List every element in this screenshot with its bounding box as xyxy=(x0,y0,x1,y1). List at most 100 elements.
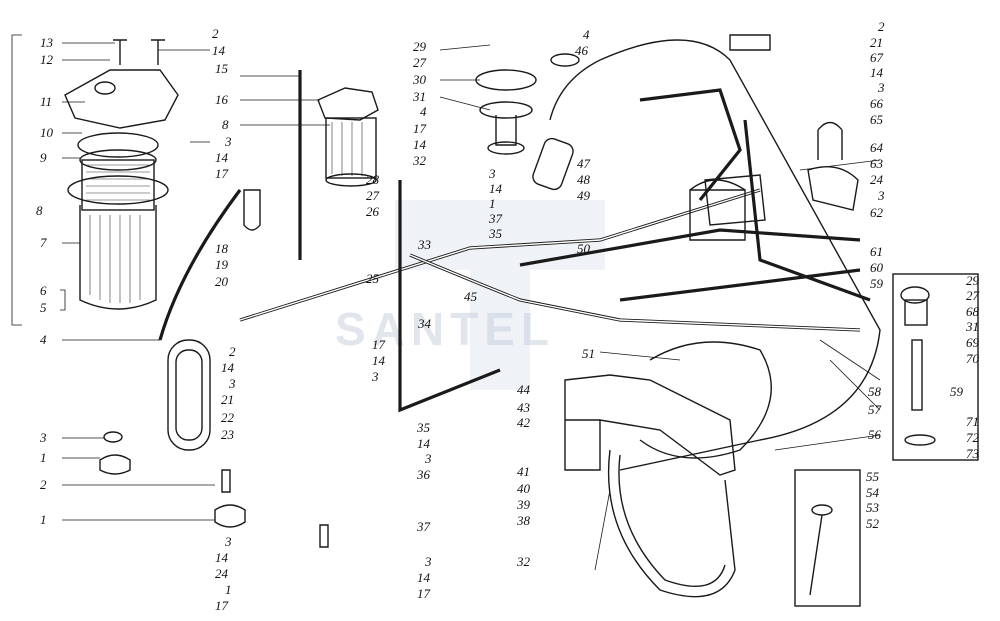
label-9: 9 xyxy=(40,150,47,165)
bracket-left-small xyxy=(60,289,66,311)
label-2: 2 xyxy=(212,26,219,41)
label-6: 6 xyxy=(40,283,47,298)
label-30: 30 xyxy=(412,72,427,87)
label-34: 34 xyxy=(417,316,432,331)
label-3: 3 xyxy=(224,534,232,549)
label-72: 72 xyxy=(966,430,980,445)
label-17b: 17 xyxy=(372,337,386,352)
label-69: 69 xyxy=(966,335,980,350)
inset-sender-unit xyxy=(892,273,979,461)
label-67: 67 xyxy=(870,50,884,65)
label-16: 16 xyxy=(215,92,229,107)
label-33: 33 xyxy=(417,237,432,252)
label-29: 29 xyxy=(413,39,427,54)
label-4: 4 xyxy=(40,332,47,347)
watermark: SANTEL xyxy=(335,200,605,390)
label-1: 1 xyxy=(40,450,47,465)
fuel-pipes xyxy=(158,70,871,413)
label-8: 8 xyxy=(222,117,229,132)
label-71: 71 xyxy=(966,414,979,429)
label-28: 28 xyxy=(366,172,380,187)
label-14b: 14 xyxy=(372,353,386,368)
label-14: 14 xyxy=(413,137,427,152)
label-15: 15 xyxy=(215,61,229,76)
inset-sender-bottom xyxy=(794,469,861,607)
label-14: 14 xyxy=(870,65,884,80)
label-64: 64 xyxy=(870,140,884,155)
label-14: 14 xyxy=(212,43,226,58)
label-24: 24 xyxy=(215,566,229,581)
label-1: 1 xyxy=(489,196,496,211)
label-11: 11 xyxy=(40,94,52,109)
label-37: 37 xyxy=(488,211,503,226)
label-3: 3 xyxy=(224,134,232,149)
label-3d: 3 xyxy=(424,554,432,569)
label-22: 22 xyxy=(221,410,235,425)
label-68: 68 xyxy=(966,304,980,319)
label-3b: 3 xyxy=(371,369,379,384)
label-43: 43 xyxy=(517,400,531,415)
label-3: 3 xyxy=(877,80,885,95)
labels-center-b: 29 27 30 31 4 17 14 32 3 14 1 37 35 33 3… xyxy=(371,27,595,601)
labels-left-bottom: 3 14 24 1 17 xyxy=(215,534,232,613)
label-14: 14 xyxy=(489,181,503,196)
label-12: 12 xyxy=(40,52,54,67)
label-5: 5 xyxy=(40,300,47,315)
label-14: 14 xyxy=(215,150,229,165)
label-52: 52 xyxy=(866,516,880,531)
label-14b: 14 xyxy=(221,360,235,375)
label-19: 19 xyxy=(215,257,229,272)
label-41: 41 xyxy=(517,464,530,479)
label-10: 10 xyxy=(40,125,54,140)
label-31: 31 xyxy=(965,319,979,334)
labels-right: 2 21 67 14 3 66 65 64 63 24 3 62 61 60 5… xyxy=(866,19,885,531)
label-55: 55 xyxy=(866,469,880,484)
label-36: 36 xyxy=(416,467,431,482)
label-62: 62 xyxy=(870,205,884,220)
label-59: 59 xyxy=(950,384,964,399)
label-3: 3 xyxy=(488,166,496,181)
cap-parts xyxy=(475,34,859,226)
label-1: 1 xyxy=(225,582,232,597)
left-clamps xyxy=(99,431,329,548)
label-1b: 1 xyxy=(40,512,47,527)
label-25: 25 xyxy=(366,271,380,286)
label-17d: 17 xyxy=(417,586,431,601)
bracket-left-main xyxy=(11,34,22,326)
label-20: 20 xyxy=(215,274,229,289)
label-17: 17 xyxy=(215,166,229,181)
label-73: 73 xyxy=(966,446,980,461)
label-21: 21 xyxy=(870,35,883,50)
label-47: 47 xyxy=(577,156,591,171)
label-46: 46 xyxy=(575,43,589,58)
label-53: 53 xyxy=(866,500,880,515)
label-17: 17 xyxy=(215,598,229,613)
fuel-tank xyxy=(549,39,881,471)
label-32: 32 xyxy=(412,153,427,168)
labels-topleft-pair: 2 14 xyxy=(212,26,226,58)
label-35: 35 xyxy=(488,226,503,241)
label-57: 57 xyxy=(868,402,882,417)
label-65: 65 xyxy=(870,112,884,127)
label-60: 60 xyxy=(870,260,884,275)
label-37b: 37 xyxy=(416,519,431,534)
label-42: 42 xyxy=(517,415,531,430)
watermark-text: SANTEL xyxy=(335,303,555,355)
label-39: 39 xyxy=(516,497,531,512)
label-17: 17 xyxy=(413,121,427,136)
label-56: 56 xyxy=(868,427,882,442)
fuel-filter-left xyxy=(64,39,179,310)
labels-left: 13 12 11 10 9 8 7 6 5 4 3 1 2 1 xyxy=(36,35,54,527)
label-48: 48 xyxy=(577,172,591,187)
label-27: 27 xyxy=(966,288,980,303)
label-24: 24 xyxy=(870,172,884,187)
label-44: 44 xyxy=(517,382,531,397)
label-61: 61 xyxy=(870,244,883,259)
label-51: 51 xyxy=(582,346,595,361)
fuel-filter-center xyxy=(243,87,379,231)
label-3b: 3 xyxy=(228,376,236,391)
label-14c: 14 xyxy=(417,436,431,451)
label-49: 49 xyxy=(577,188,591,203)
